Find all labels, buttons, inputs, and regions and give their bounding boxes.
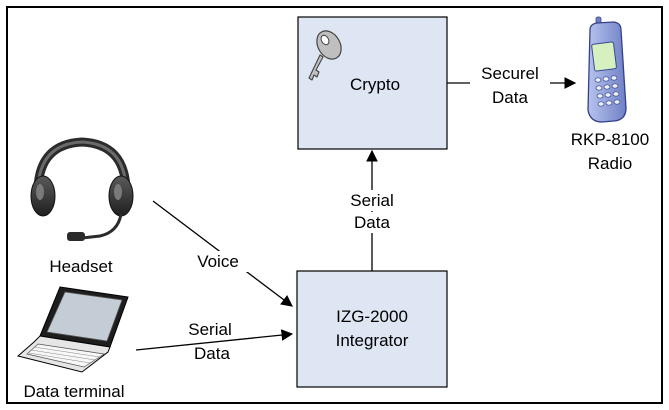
laptop-icon	[16, 286, 129, 373]
phone-icon	[587, 16, 627, 123]
key-icon	[308, 30, 342, 81]
data-terminal-label: Data terminal	[23, 382, 125, 401]
edge-label-secure-data-line2: Data	[474, 87, 546, 108]
radio-subtitle: Radio	[587, 154, 633, 173]
integrator-subtitle: Integrator	[335, 331, 409, 350]
edge-label-serial-data-vertical-line2: Data	[338, 212, 406, 233]
integrator-name: IZG-2000	[336, 307, 408, 326]
diagram-frame	[6, 6, 663, 404]
radio-name: RKP-8100	[570, 130, 650, 149]
edge-label-serial-data-terminal-line2: Data	[194, 344, 230, 363]
edge-label-serial-data-terminal-line1: Serial	[188, 320, 232, 339]
headset-label: Headset	[49, 257, 113, 276]
edge-label-voice: Voice	[185, 251, 251, 272]
edge-label-serial-data-vertical-line1: Serial	[338, 190, 406, 211]
edge-label-secure-data-line1: Securel	[470, 63, 550, 84]
integrator-box	[296, 270, 448, 388]
headset-icon	[30, 137, 134, 241]
edge-terminal-to-integrator	[135, 329, 294, 351]
crypto-label: Crypto	[349, 75, 401, 94]
